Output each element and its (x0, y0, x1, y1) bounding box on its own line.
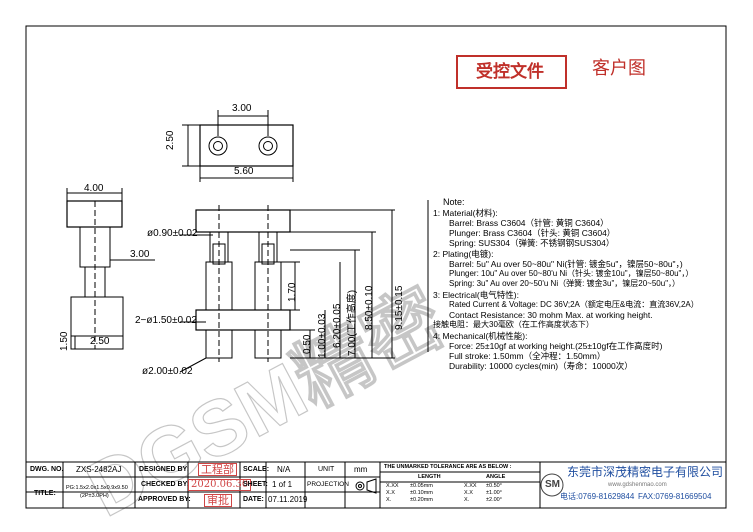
notes-title: Note: (443, 197, 465, 207)
scale-value: N/A (277, 465, 291, 474)
note-2-plunger: Plunger: 10u" Au over 50~80'u Ni（针头: 镀金1… (449, 269, 694, 278)
tol-fmt: X.X (386, 490, 395, 496)
tol-len: ±0.05mm (410, 483, 433, 489)
front-view (179, 205, 395, 373)
dim-dia-1-50: 2−ø1.50±0.02 (135, 315, 197, 326)
approver-stamp: 审批 (204, 494, 232, 507)
tol-ang-fmt: X. (464, 497, 470, 503)
tol-ang: ±1.00° (486, 490, 502, 496)
dim-side-3: 3.00 (130, 249, 150, 260)
date-label: DATE: (243, 496, 264, 503)
tol-len: ±0.10mm (410, 490, 433, 496)
tolerance-row: X.XX ±0.05mm X.XX ±0.50° (386, 483, 536, 492)
tol-ang-fmt: X.XX (464, 483, 477, 489)
note-3-contact: Contact Resistance: 30 mohm Max. at work… (449, 310, 653, 320)
top-view (182, 110, 294, 182)
checked-date-stamp: 2020.06.30 (188, 479, 252, 491)
company-tel: 电话:0769-81629844 (560, 492, 635, 501)
dim-side-1-50: 1.50 (59, 331, 70, 351)
tolerance-rows: X.XX ±0.05mm X.XX ±0.50° X.X ±0.10mm X.X… (386, 483, 536, 508)
dim-top-pitch: 3.00 (232, 103, 252, 114)
note-3-rated: Rated Current & Voltage: DC 36V;2A（额定电压&… (449, 300, 699, 309)
scale-label: SCALE: (243, 466, 270, 473)
side-view (66, 188, 155, 350)
note-2: 2: Plating(电镀): (433, 249, 494, 259)
dim-v-9-15: 9.15±0.15 (394, 285, 405, 330)
dim-v-7-00: 7.00(工作高度) (347, 289, 358, 356)
unit-label: UNIT (318, 466, 335, 473)
angle-label: ANGLE (486, 474, 506, 480)
dim-dia-0-90: ø0.90±0.02 (147, 228, 198, 239)
dwg-no: ZXS-2482AJ (76, 465, 122, 474)
note-1: 1: Material(材料): (433, 208, 498, 218)
note-3: 3: Electrical(电气特性): (433, 290, 519, 300)
note-1-spring: Spring: SUS304（弹簧: 不锈钢钢SUS304） (449, 238, 615, 248)
title-label: TITLE: (34, 490, 56, 497)
note-1-barrel: Barrel: Brass C3604（针管: 黄铜 C3604） (449, 218, 609, 228)
note-4: 4: Mechanical(机械性能): (433, 331, 528, 341)
tol-ang: ±0.50° (486, 483, 502, 489)
tol-ang-fmt: X.X (464, 490, 473, 496)
dim-v-8-50: 8.50±0.10 (364, 285, 375, 330)
dim-top-height: 2.50 (165, 130, 176, 150)
dim-v-1-70: 1.70 (287, 282, 298, 302)
sheet-label: SHEET: (243, 481, 268, 488)
unit-value: mm (354, 465, 368, 474)
note-2-barrel: Barrel: 5u" Au over 50~80u" Ni(针管: 镀金5u"… (449, 259, 683, 269)
controlled-doc-stamp: 受控文件 (456, 55, 567, 89)
approved-by-label: APPROVED BY: (138, 496, 191, 503)
note-4-durability: Durability: 10000 cycles(min)（寿命：10000次） (449, 361, 633, 371)
designed-by-label: DESIGNED BY: (139, 466, 190, 473)
projection-label: PROJECTION (307, 481, 349, 488)
checked-by-label: CHECKED BY: (141, 481, 190, 488)
date-value: 07.11.2019 (268, 495, 308, 504)
designer-stamp: 工程部 (198, 463, 237, 476)
tolerance-row: X.X ±0.10mm X.X ±1.00° (386, 490, 536, 499)
controlled-doc-label: 受控文件 (476, 62, 544, 82)
note-4-force: Force: 25±10gf at working height.(25±10g… (449, 341, 663, 351)
title-line-2: (2P±3.0PH) (80, 493, 109, 499)
dwg-no-label: DWG. NO. (30, 466, 64, 473)
tolerance-row: X. ±0.20mm X. ±2.00° (386, 497, 536, 506)
title-line-1: PG:1.5x2.0x1.5x0.9x9.50 (66, 485, 128, 491)
company-name: 东莞市深茂精密电子有限公司 (567, 465, 724, 479)
tolerance-title: THE UNMARKED TOLERANCE ARE AS BELOW : (384, 464, 512, 470)
dim-dia-2-00: ø2.00±0.02 (142, 366, 193, 377)
sheet-value: 1 of 1 (272, 480, 293, 489)
dim-v-1-00: 1.00±0.03 (317, 313, 328, 358)
dim-side-2-50: 2.50 (90, 336, 110, 347)
dim-v-0-50: 0.50 (302, 334, 313, 354)
customer-drawing-label: 客户图 (592, 58, 646, 79)
tol-ang: ±2.00° (486, 497, 502, 503)
tol-len: ±0.20mm (410, 497, 433, 503)
note-2-spring: Spring: 3u" Au over 20~50'u Ni（弹簧: 镀金3u"… (449, 279, 681, 288)
tol-fmt: X.XX (386, 483, 399, 489)
company-fax: FAX:0769-81669504 (638, 492, 712, 501)
company-website: www.gdshenmao.com (608, 482, 667, 488)
dim-top-length: 5.60 (234, 166, 254, 177)
note-3-contact-cn: 接触电阻：最大30毫欧（在工作高度状态下） (433, 320, 594, 329)
company-logo: SM (545, 479, 560, 490)
dim-v-6-20: 6.20±0.05 (332, 303, 343, 348)
length-label: LENGTH (418, 474, 441, 480)
title-block (25, 461, 727, 509)
note-4-stroke: Full stroke: 1.50mm（全冲程：1.50mm） (449, 351, 606, 361)
dim-side-width: 4.00 (84, 183, 104, 194)
note-1-plunger: Plunger: Brass C3604（针头: 黄铜 C3604） (449, 228, 616, 238)
tol-fmt: X. (386, 497, 392, 503)
